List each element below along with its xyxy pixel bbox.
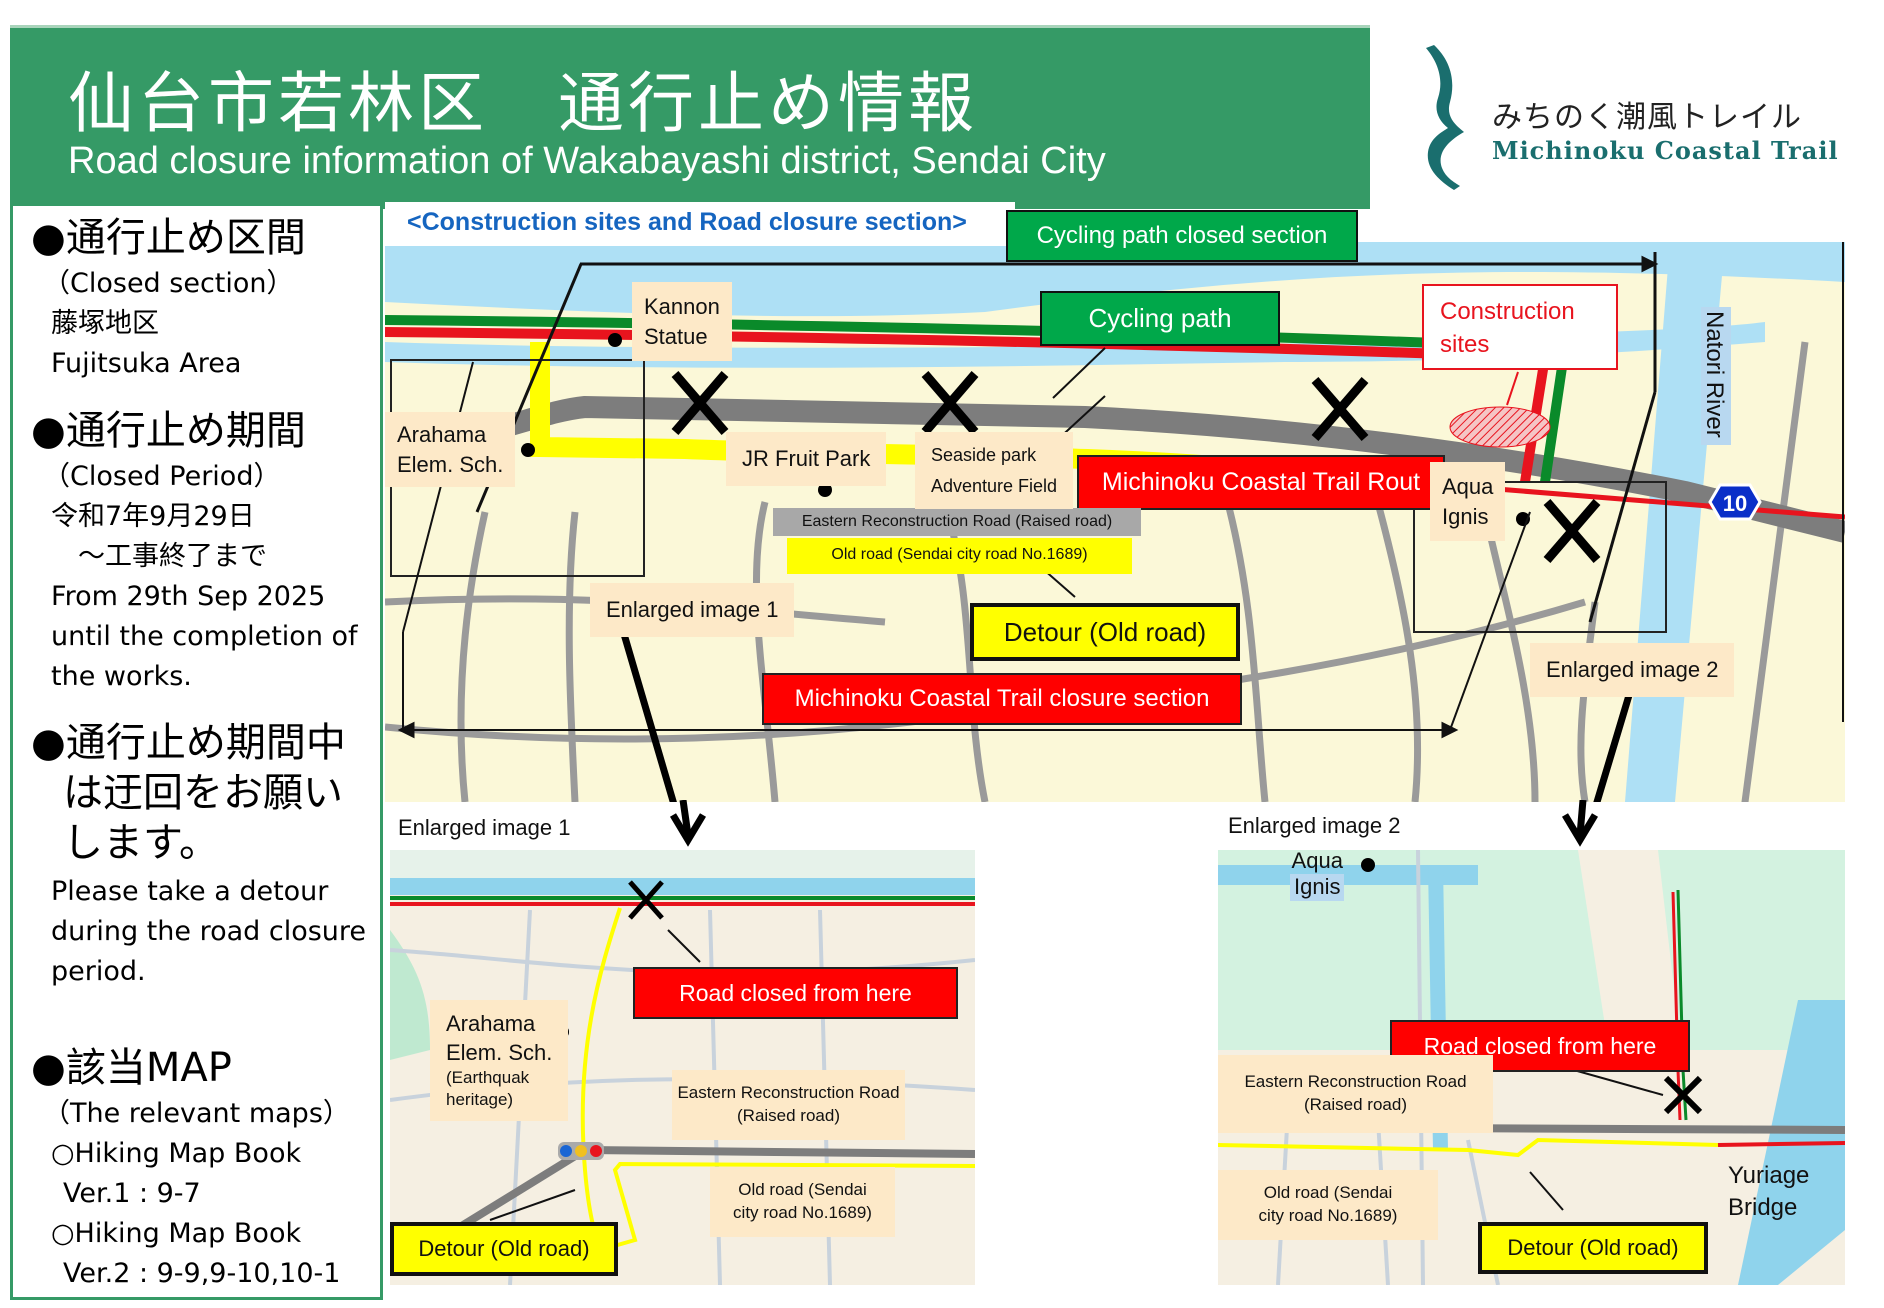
- closed-section-heading: ●通行止め区間: [31, 215, 306, 261]
- arrow-down-icon: [1561, 813, 1599, 847]
- trail-route-label: Michinoku Coastal Trail Rout: [1077, 455, 1445, 510]
- enlarged-2-raised-road-label: Eastern Reconstruction Road (Raised road…: [1218, 1055, 1493, 1133]
- construction-sites-text-1: Construction: [1440, 298, 1575, 325]
- construction-sites-label: Construction sites: [1422, 284, 1618, 370]
- detour-heading-2: は迂回をお願い: [63, 770, 343, 816]
- yuriage-bridge-label: Yuriage Bridge: [1728, 1162, 1810, 1222]
- logo-name-jp: みちのく潮風トレイル: [1492, 100, 1802, 135]
- section-arrows: [397, 252, 1659, 739]
- closed-period-heading: ●通行止め期間: [31, 408, 306, 454]
- detour-en-2: during the road closure: [51, 916, 367, 947]
- x-mark-icon: [1663, 1075, 1703, 1115]
- page-title-en: Road closure information of Wakabayashi …: [68, 140, 1106, 182]
- detour-route: [1218, 1137, 1719, 1158]
- page-title-jp: 仙台市若林区 通行止め情報: [68, 65, 978, 142]
- maps-heading-en: （The relevant maps）: [43, 1098, 350, 1129]
- aqua-ignis-label: Aqua Ignis: [1430, 462, 1506, 542]
- sea-area: [385, 242, 1845, 317]
- enlarged-1-pointer-label: Enlarged image 1: [590, 583, 795, 637]
- svg-text:Natori River: Natori River: [1701, 311, 1728, 438]
- enlarged-1-raised-road-label: Eastern Reconstruction Road (Raised road…: [672, 1070, 905, 1140]
- x-mark-icon: [671, 371, 729, 435]
- closure-x-marks: [671, 371, 1601, 563]
- x-mark-icon: [628, 880, 664, 920]
- enlarged-1-road-closed-label: Road closed from here: [633, 967, 958, 1019]
- x-mark-icon: [1311, 377, 1369, 441]
- enlarged-2-caption: Enlarged image 2: [1228, 813, 1401, 839]
- map-book-2-version: Ver.2 : 9-9,9-10,10-1: [63, 1258, 341, 1289]
- maps-heading: ●該当MAP: [31, 1045, 232, 1091]
- closed-area-jp: 藤塚地区: [51, 308, 159, 339]
- route-10-number-right: 10: [1723, 491, 1747, 516]
- map-book-1-version: Ver.1 : 9-7: [63, 1178, 201, 1209]
- raised-road-label: Eastern Reconstruction Road (Raised road…: [773, 508, 1141, 536]
- detour-old-road-label: Detour (Old road): [970, 603, 1240, 661]
- detour-en-1: Please take a detour: [51, 876, 329, 907]
- closed-period-en-2: until the completion of: [51, 621, 358, 652]
- wave-emblem-icon: [1426, 45, 1464, 190]
- jr-fruit-park-label: JR Fruit Park: [726, 432, 887, 486]
- x-mark-icon: [921, 371, 979, 435]
- closed-period-until-jp: ～工事終了まで: [51, 541, 267, 572]
- enlarged-1-detour-label: Detour (Old road): [390, 1222, 618, 1276]
- canal: [390, 878, 975, 895]
- construction-site-marker: [1449, 406, 1551, 448]
- logo-name-en: Michinoku Coastal Trail: [1492, 136, 1839, 165]
- enlarged-2-detour-label: Detour (Old road): [1478, 1222, 1708, 1274]
- old-road-label: Old road (Sendai city road No.1689): [787, 538, 1132, 574]
- arrow-down-icon: [669, 813, 707, 847]
- enlarged-2-aqua-label: Aqua Ignis: [1290, 848, 1345, 901]
- header-banner: 仙台市若林区 通行止め情報 Road closure information o…: [10, 25, 1370, 209]
- enlarged-1-caption: Enlarged image 1: [398, 815, 571, 841]
- closed-area-en: Fujitsuka Area: [51, 348, 242, 379]
- closed-period-date-jp: 令和7年9月29日: [51, 501, 255, 532]
- arahama-dot: [521, 443, 535, 457]
- enlarged-2-outline: [1413, 481, 1667, 633]
- construction-pointer: [1506, 371, 1519, 406]
- michinoku-logo: みちのく潮風トレイル Michinoku Coastal Trail: [1420, 40, 1860, 190]
- closed-period-en-1: From 29th Sep 2025: [51, 581, 326, 612]
- trail-closure-section-label: Michinoku Coastal Trail closure section: [762, 673, 1242, 725]
- kannon-statue-label: Kannon Statue: [632, 282, 732, 362]
- cycling-path-label: Cycling path: [1040, 291, 1280, 346]
- enlarged-1-old-road-label: Old road (Sendai city road No.1689): [710, 1167, 895, 1237]
- closed-section-heading-en: （Closed section）: [43, 268, 294, 299]
- enlarged-2-old-road-label: Old road (Sendai city road No.1689): [1218, 1170, 1438, 1240]
- route-10-shield-icon: 10: [1708, 483, 1762, 521]
- enlarged-arrowheads: [669, 800, 1599, 847]
- map-book-1: ○Hiking Map Book: [51, 1138, 302, 1169]
- natori-river-label: Natori River: [1701, 307, 1731, 445]
- kannon-dot: [608, 333, 622, 347]
- traffic-light-icon: [558, 1142, 604, 1160]
- closed-period-en-3: the works.: [51, 661, 192, 692]
- detour-heading-3: します。: [63, 820, 219, 866]
- cycling-closed-section-label: Cycling path closed section: [1006, 210, 1358, 262]
- seaside-park-label: Seaside park Adventure Field: [915, 432, 1074, 510]
- info-panel: ●通行止め区間 （Closed section） 藤塚地区 Fujitsuka …: [10, 206, 383, 1300]
- fruit-park-dot: [818, 483, 832, 497]
- enlarged-1-school-label: Arahama Elem. Sch. (Earthquak heritage): [430, 1000, 569, 1122]
- construction-sites-text-2: sites: [1440, 331, 1490, 358]
- enlarged-pointer-arrows: [620, 633, 1637, 802]
- closed-period-heading-en: （Closed Period）: [43, 461, 281, 492]
- arahama-school-label: Arahama Elem. Sch.: [385, 412, 516, 488]
- x-mark-icon: [1543, 499, 1601, 563]
- enlarged-2-pointer-label: Enlarged image 2: [1530, 643, 1735, 697]
- map-book-2: ○Hiking Map Book: [51, 1218, 302, 1249]
- map-section-title: <Construction sites and Road closure sec…: [385, 202, 1015, 246]
- map-section-title-text: <Construction sites and Road closure sec…: [407, 208, 967, 236]
- detour-heading-1: ●通行止め期間中: [31, 720, 346, 766]
- detour-en-3: period.: [51, 956, 146, 987]
